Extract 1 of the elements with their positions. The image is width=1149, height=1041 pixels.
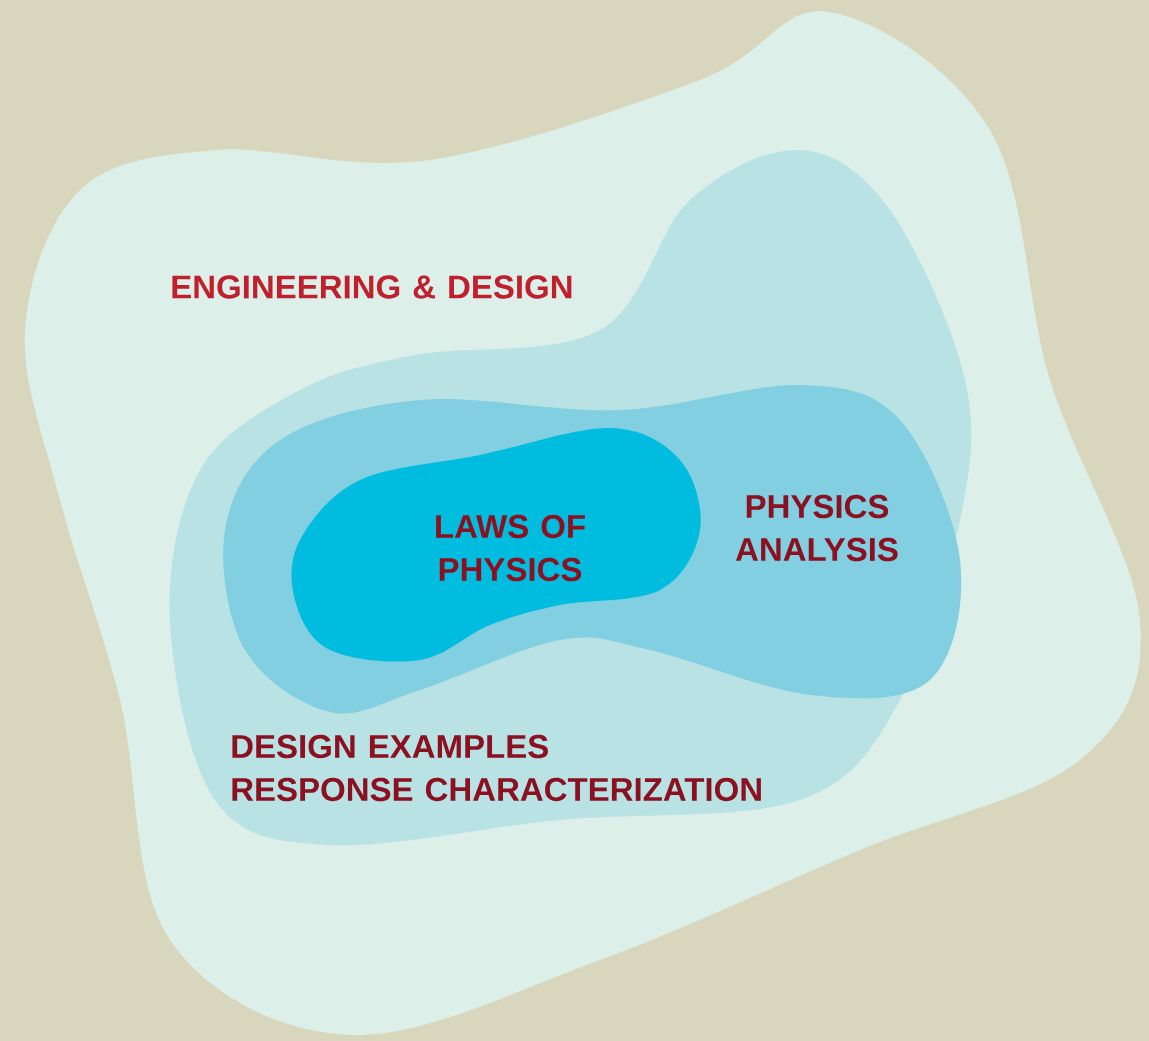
region-blob: LAWS OF PHYSICS [291,428,701,662]
